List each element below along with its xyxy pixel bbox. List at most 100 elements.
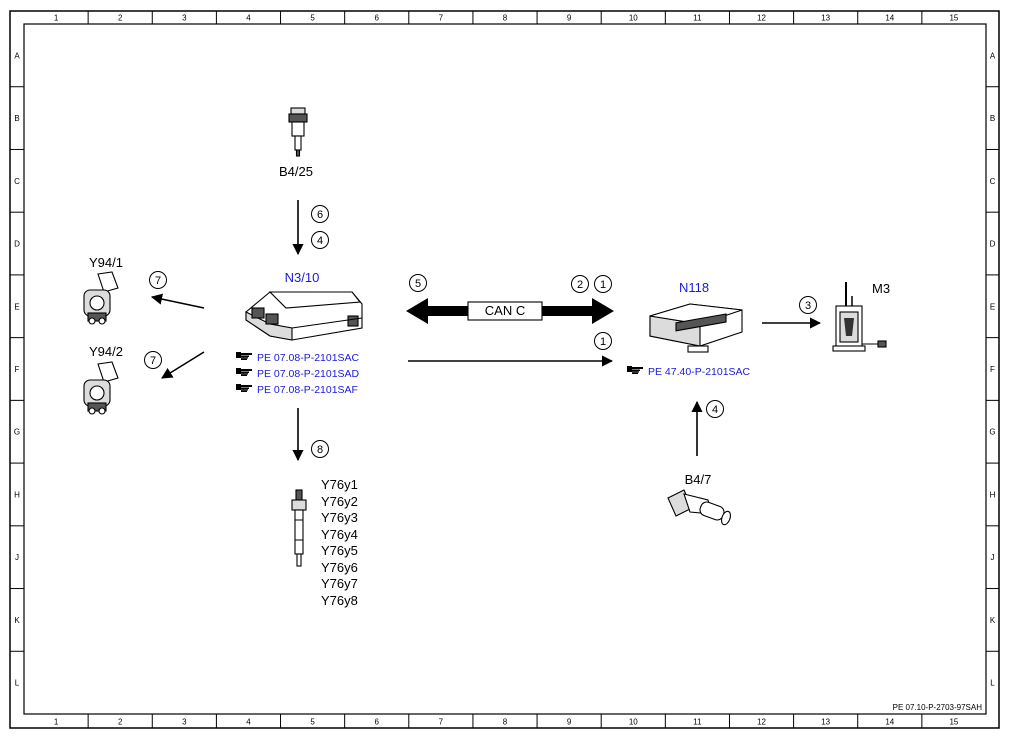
row-label-right: E: [990, 302, 995, 311]
injector-label-1: Y76y1: [321, 477, 358, 492]
column-label-top: 2: [118, 14, 123, 23]
signal-1-top-label: 1: [600, 279, 606, 291]
signal-4-top-label: 4: [317, 235, 323, 247]
signal-5-label: 5: [415, 278, 421, 290]
signal-badge-6: 6: [311, 205, 329, 223]
column-label-bottom: 6: [375, 718, 380, 727]
signal-3-label: 3: [805, 300, 811, 312]
ecu-reference-3[interactable]: PE 07.08-P-2101SAF: [236, 384, 358, 396]
injector-label-5: Y76y5: [321, 543, 358, 558]
injector-label-6: Y76y6: [321, 560, 358, 575]
valve-y94-1-icon: [83, 271, 119, 325]
row-label-right: C: [990, 177, 996, 186]
signal-badge-1-top: 1: [594, 275, 612, 293]
label-y94-1: Y94/1: [89, 255, 123, 270]
column-label-bottom: 15: [949, 718, 958, 727]
row-label-left: J: [15, 553, 19, 562]
row-label-right: B: [990, 114, 995, 123]
signal-badge-4-top: 4: [311, 231, 329, 249]
label-n118: N118: [679, 280, 709, 295]
column-label-bottom: 13: [821, 718, 830, 727]
row-label-right: H: [990, 490, 996, 499]
column-label-top: 7: [439, 14, 444, 23]
column-label-bottom: 10: [629, 718, 638, 727]
pointing-hand-icon: [627, 366, 643, 374]
row-label-right: D: [990, 240, 996, 249]
column-label-top: 4: [246, 14, 251, 23]
row-label-right: J: [991, 553, 995, 562]
signal-badge-1-bottom: 1: [594, 332, 612, 350]
arrow-n3-10-to-y94-1: [150, 293, 205, 309]
column-label-bottom: 11: [693, 718, 702, 727]
signal-badge-8: 8: [311, 440, 329, 458]
label-m3: M3: [872, 281, 890, 296]
label-b4-7: B4/7: [685, 472, 712, 487]
column-label-top: 1: [54, 14, 59, 23]
row-label-left: L: [15, 679, 20, 688]
label-n3-10: N3/10: [285, 270, 320, 285]
module-reference[interactable]: PE 47.40-P-2101SAC: [627, 366, 751, 378]
label-b4-25: B4/25: [279, 164, 313, 179]
column-label-bottom: 12: [757, 718, 766, 727]
row-label-left: D: [14, 240, 20, 249]
row-label-left: C: [14, 177, 20, 186]
row-label-left: F: [15, 365, 20, 374]
sensor-b4-25-icon: [288, 107, 308, 157]
can-bus-label: CAN C: [485, 303, 525, 318]
column-label-bottom: 2: [118, 718, 123, 727]
ecu-n3-10-icon: [245, 291, 363, 341]
pointing-hand-icon: [236, 352, 252, 360]
column-label-top: 10: [629, 14, 638, 23]
ecu-reference-1-text: PE 07.08-P-2101SAC: [257, 352, 360, 364]
row-label-left: A: [14, 51, 20, 60]
signal-badge-7-lower: 7: [144, 351, 162, 369]
signal-6-label: 6: [317, 209, 323, 221]
row-label-right: F: [990, 365, 995, 374]
injector-label-3: Y76y3: [321, 510, 358, 525]
column-label-top: 9: [567, 14, 572, 23]
row-label-right: A: [990, 51, 996, 60]
signal-badge-2: 2: [571, 275, 589, 293]
column-label-top: 11: [693, 14, 702, 23]
signal-1-bottom-label: 1: [600, 336, 606, 348]
sensor-b4-7-icon: [667, 489, 732, 526]
label-y94-2: Y94/2: [89, 344, 123, 359]
drawing-number: PE 07.10-P-2703-97SAH: [893, 703, 983, 712]
column-label-top: 13: [821, 14, 830, 23]
row-label-right: G: [989, 428, 995, 437]
column-label-top: 6: [375, 14, 380, 23]
column-label-bottom: 8: [503, 718, 508, 727]
column-label-bottom: 9: [567, 718, 572, 727]
row-label-right: K: [990, 616, 996, 625]
column-label-top: 14: [885, 14, 894, 23]
ecu-reference-1[interactable]: PE 07.08-P-2101SAC: [236, 352, 360, 364]
column-label-bottom: 5: [310, 718, 315, 727]
signal-7-lower-label: 7: [150, 355, 156, 367]
column-label-top: 8: [503, 14, 508, 23]
ecu-reference-2[interactable]: PE 07.08-P-2101SAD: [236, 368, 360, 380]
module-reference-text: PE 47.40-P-2101SAC: [648, 366, 751, 378]
column-label-top: 12: [757, 14, 766, 23]
injector-list: Y76y1 Y76y2 Y76y3 Y76y4 Y76y5 Y76y6 Y76y…: [321, 477, 358, 608]
injector-label-4: Y76y4: [321, 527, 358, 542]
signal-7-upper-label: 7: [155, 275, 161, 287]
column-label-bottom: 4: [246, 718, 251, 727]
arrow-n3-10-to-y94-2: [161, 351, 205, 379]
signal-2-label: 2: [577, 279, 583, 291]
signal-8-label: 8: [317, 444, 323, 456]
pointing-hand-icon: [236, 384, 252, 392]
column-label-bottom: 3: [182, 718, 187, 727]
ecu-reference-2-text: PE 07.08-P-2101SAD: [257, 368, 360, 380]
module-n118-icon: [649, 303, 743, 353]
column-label-top: 5: [310, 14, 315, 23]
signal-badge-5: 5: [409, 274, 427, 292]
valve-y94-2-icon: [83, 361, 119, 415]
row-label-left: K: [14, 616, 20, 625]
row-label-left: H: [14, 490, 20, 499]
injector-label-7: Y76y7: [321, 576, 358, 591]
